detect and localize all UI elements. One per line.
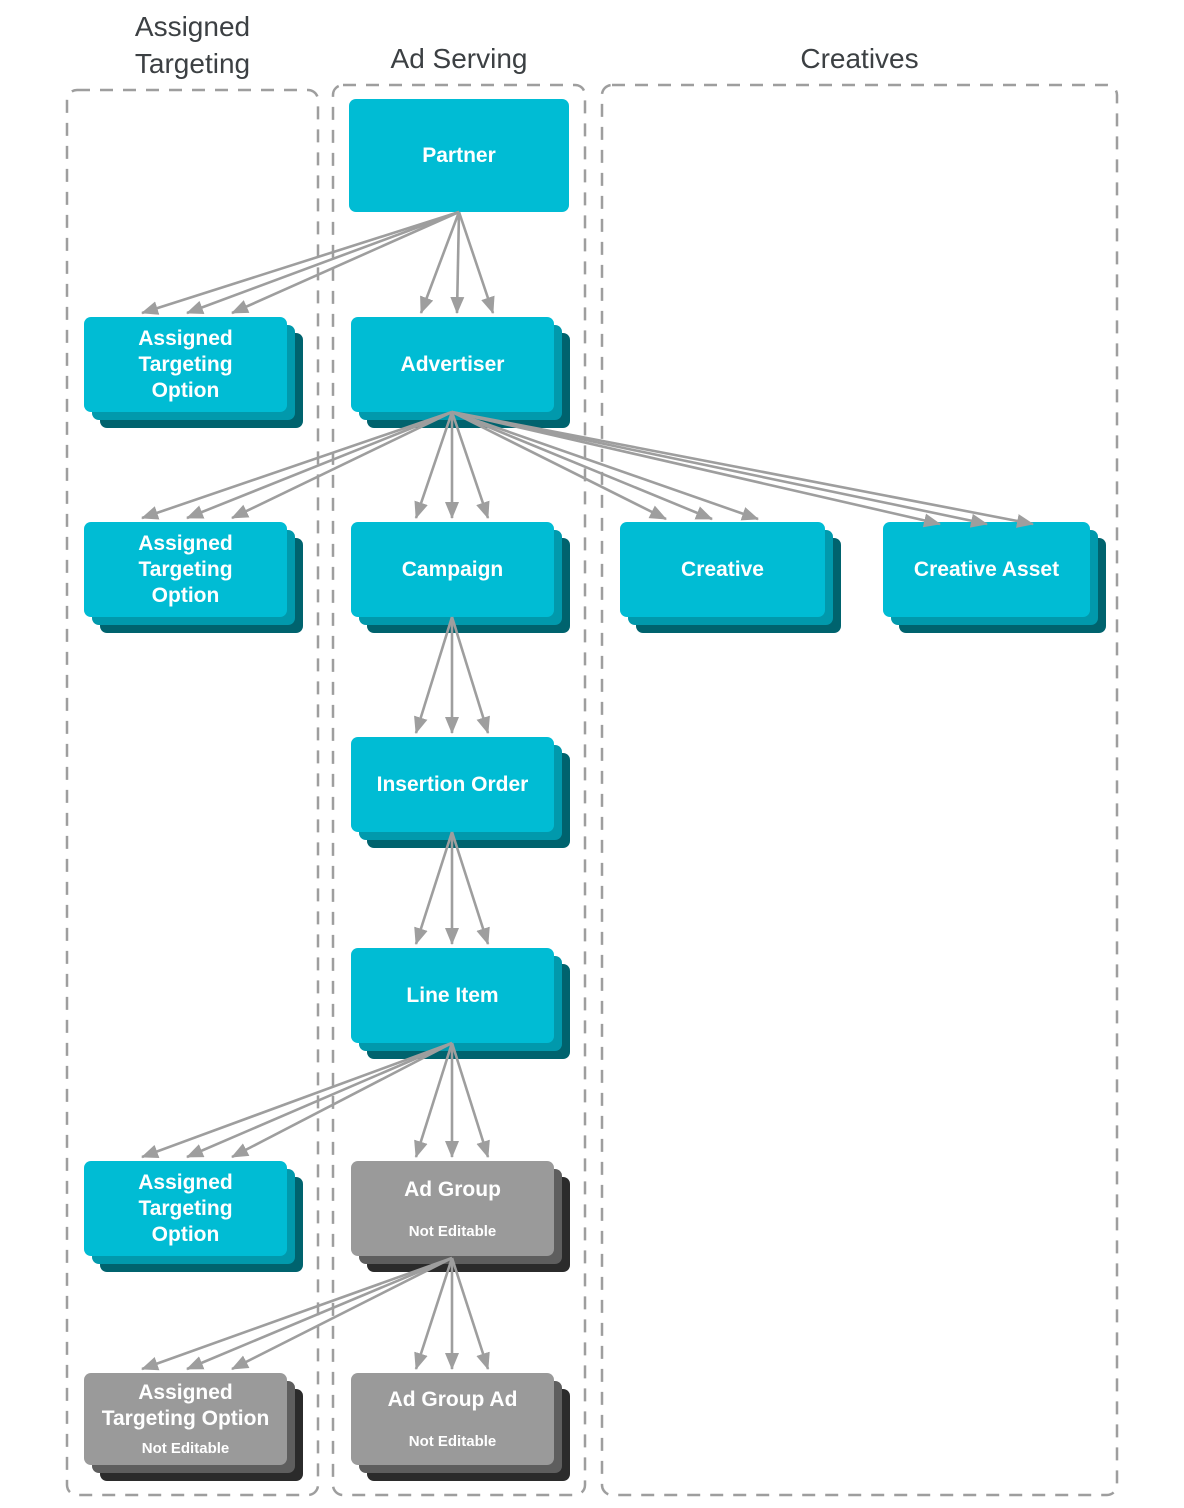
node-assigned-targeting-option-advertiser: Assigned Targeting Option [84, 522, 303, 633]
column-title-assigned-targeting: Assigned Targeting [134, 11, 251, 79]
node-label: Assigned Targeting Option [84, 317, 287, 412]
node-label: Assigned Targeting Option [84, 1161, 287, 1256]
not-editable-badge: Not Editable [408, 1222, 497, 1240]
node-label: Line Item [406, 983, 499, 1007]
node-assigned-targeting-option-partner: Assigned Targeting Option [84, 317, 303, 428]
node-label: Insertion Order [376, 772, 529, 796]
node-label: Creative [681, 557, 764, 581]
node-label: Ad Group Ad [387, 1388, 518, 1411]
node-label: Ad Group [404, 1177, 501, 1201]
assigned-targeting-container [65, 88, 320, 1497]
not-editable-badge: Not Editable [141, 1440, 230, 1457]
node-label: Creative Asset [913, 557, 1060, 581]
node-assigned-targeting-option-line-item: Assigned Targeting Option [84, 1161, 303, 1272]
not-editable-badge: Not Editable [408, 1433, 497, 1450]
node-partner: Partner [349, 99, 569, 212]
node-assigned-targeting-option-ad-group: Assigned Targeting Option Not Editable [84, 1373, 303, 1481]
node-line-item: Line Item [351, 948, 570, 1059]
creatives-container [600, 83, 1119, 1497]
column-title-creatives: Creatives [800, 43, 919, 74]
node-insertion-order: Insertion Order [351, 737, 570, 848]
node-label: Assigned Targeting Option Not Editable [84, 1373, 287, 1465]
ad-serving-container [331, 83, 587, 1497]
node-label: Campaign [401, 557, 504, 581]
node-creative-asset: Creative Asset [883, 522, 1106, 633]
node-label: Advertiser [400, 352, 505, 376]
column-title-ad-serving: Ad Serving [390, 43, 528, 74]
node-advertiser: Advertiser [351, 317, 570, 428]
node-label: Assigned Targeting Option [84, 522, 287, 617]
node-ad-group-ad: Ad Group Ad Not Editable [351, 1373, 570, 1481]
node-label: Partner [422, 143, 496, 167]
node-ad-group: Ad Group Not Editable [351, 1161, 570, 1272]
node-campaign: Campaign [351, 522, 570, 633]
node-creative: Creative [620, 522, 841, 633]
